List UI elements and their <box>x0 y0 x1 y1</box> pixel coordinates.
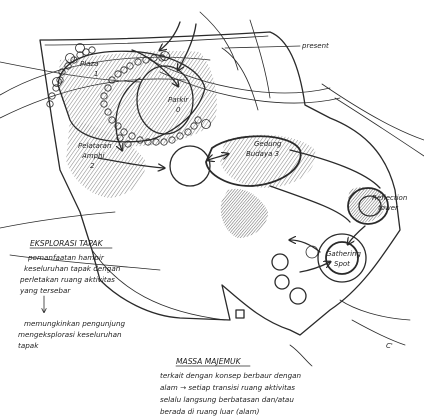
note-massa: MASSA MAJEMUK terkait dengan konsep berb… <box>160 357 302 416</box>
reflection-label-1: Reflection <box>372 194 407 202</box>
gathering-label-1: Gathering <box>326 250 361 258</box>
present-label: present <box>301 42 329 50</box>
note-massa-line: alam → setiap transisi ruang aktivitas <box>160 383 295 392</box>
site-boundary <box>39 31 401 336</box>
tree-canopy <box>46 43 211 148</box>
parkir-label: Parkir <box>168 96 189 104</box>
plaza-label: Plaza <box>80 60 98 68</box>
note-eksplorasi-line: perletakan ruang aktivitas <box>19 275 115 284</box>
activity-nodes <box>136 65 389 319</box>
note-eksplorasi-line: keseluruhan tapak dengan <box>24 264 121 273</box>
circulation-arrows <box>97 21 366 273</box>
amphi-label-2: Amphi <box>81 152 104 160</box>
plaza-zone <box>57 50 206 143</box>
gedung-label-2: Budaya 3 <box>246 150 279 158</box>
zone-labels: present Plaza 1 Parkir 0 Pelataran Amphi… <box>78 42 407 350</box>
note-eksplorasi: EKSPLORASI TAPAK pemanfaatan hampir kese… <box>18 239 126 350</box>
note-massa-title: MASSA MAJEMUK <box>176 357 242 366</box>
reflection-label-2: tower <box>378 204 399 212</box>
amphi-label-1: Pelataran <box>78 142 111 150</box>
plaza-number: 1 <box>94 70 98 78</box>
parkir-number: 0 <box>176 106 181 114</box>
amphi-number: 2 <box>90 162 95 170</box>
corner-label: C' <box>386 342 393 350</box>
note-eksplorasi-title: EKSPLORASI TAPAK <box>30 239 104 248</box>
gedung-label-1: Gedung <box>254 140 282 148</box>
note-eksplorasi-result: memungkinkan pengunjung <box>24 319 126 328</box>
note-eksplorasi-line: pemanfaatan hampir <box>27 253 105 262</box>
note-eksplorasi-result: mengeksplorasi keseluruhan <box>18 330 122 339</box>
present-pointer <box>224 45 301 49</box>
gathering-label-2: Spot <box>334 260 350 268</box>
note-eksplorasi-result: tapak <box>18 341 39 350</box>
note-massa-line: berada di ruang luar (alam) <box>160 407 260 416</box>
note-massa-line: terkait dengan konsep berbaur dengan <box>160 371 302 380</box>
note-massa-line: selalu langsung berbatasan dan/atau <box>160 395 294 404</box>
note-eksplorasi-line: yang tersebar <box>19 286 71 295</box>
